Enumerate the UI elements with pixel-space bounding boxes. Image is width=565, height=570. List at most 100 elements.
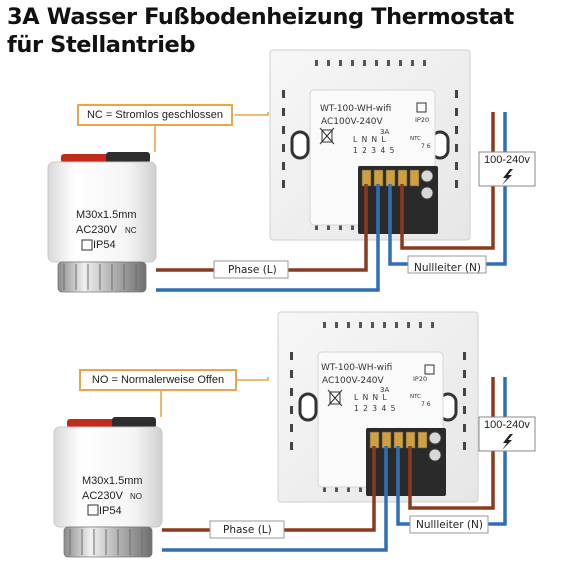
vent-slot	[375, 60, 378, 66]
vent-slot	[327, 224, 330, 230]
terminal-letters: L N N L	[353, 135, 386, 144]
vent-slot	[351, 224, 354, 230]
vent-slot	[315, 224, 318, 230]
title-line-2: für Stellantrieb	[7, 32, 196, 58]
ntc-terminal	[428, 431, 442, 445]
weee-bin-icon	[329, 391, 341, 405]
vent-slot	[387, 60, 390, 66]
actuator-dark-cap	[106, 152, 150, 163]
vent-slot	[463, 388, 466, 396]
phase-label: Phase (L)	[228, 264, 277, 276]
vent-slot	[463, 442, 466, 450]
ntc-label: NTC	[410, 136, 421, 142]
phase-wire-power	[408, 446, 495, 510]
vent-slot	[290, 442, 293, 450]
vent-slot	[282, 180, 285, 188]
actuator-voltage-label: AC230V	[82, 490, 123, 502]
power-supply-box	[478, 416, 536, 452]
vent-slot	[423, 60, 426, 66]
vent-slot	[327, 60, 330, 66]
callout-connector	[237, 377, 269, 381]
vent-slot	[290, 388, 293, 396]
mounting-hole	[298, 392, 318, 422]
vent-slot	[371, 322, 374, 328]
vent-slot	[290, 370, 293, 378]
actuator-nut	[57, 261, 147, 293]
vent-slot	[455, 126, 458, 134]
ntc-terminal	[420, 169, 434, 183]
thermostat-ip-label: IP20	[413, 375, 428, 383]
vent-slot	[419, 322, 422, 328]
vent-slot	[339, 60, 342, 66]
vent-slot	[323, 486, 326, 492]
vent-slot	[282, 126, 285, 134]
vent-slot	[290, 424, 293, 432]
vent-slot	[407, 322, 410, 328]
vent-slot	[399, 60, 402, 66]
neutral-wire-actuator	[156, 184, 380, 292]
vent-slot	[411, 60, 414, 66]
actuator-mode-label: NO	[130, 492, 142, 501]
weee-bin-icon	[321, 129, 333, 143]
thermostat-ip-label: IP20	[415, 116, 430, 124]
vent-slot	[315, 60, 318, 66]
double-insulation-icon	[87, 504, 99, 516]
vent-slot	[335, 322, 338, 328]
weee-cross-icon	[319, 127, 335, 145]
vent-slot	[351, 60, 354, 66]
neutral-label: Nullleiter (N)	[414, 262, 481, 274]
thermostat-model-label: WT-100-WH-wifi	[320, 104, 392, 114]
vent-slot	[347, 486, 350, 492]
actuator-ip-label: IP54	[93, 239, 116, 251]
lightning-icon	[502, 169, 513, 185]
terminal-screw	[381, 431, 392, 449]
relay-rating-label: 3A	[380, 128, 390, 136]
thermostat-voltage-label: AC100V-240V	[321, 117, 383, 127]
actuator-mode-label: NC	[125, 226, 137, 235]
vent-slot	[282, 144, 285, 152]
actuator-nut	[63, 526, 153, 558]
neutral-wire-actuator	[162, 446, 388, 552]
vent-slot	[282, 162, 285, 170]
terminal-numbers: 1 2 3 4 5	[354, 404, 396, 413]
vent-slot	[335, 486, 338, 492]
ntc-terminal	[428, 448, 442, 462]
terminal-screw	[409, 169, 420, 187]
vent-slot	[339, 224, 342, 230]
callout-nc: NC = Stromlos geschlossen	[77, 104, 233, 126]
terminal-screw	[361, 169, 372, 187]
vent-slot	[431, 322, 434, 328]
actuator-dark-cap	[112, 417, 156, 428]
thermostat-model-label: WT-100-WH-wifi	[321, 363, 393, 373]
power-label: 100-240v	[484, 154, 530, 166]
terminal-screw	[373, 169, 384, 187]
power-label: 100-240v	[484, 419, 530, 431]
relay-rating-label: 3A	[380, 386, 390, 394]
actuator-size-label: M30x1.5mm	[76, 209, 137, 221]
ntc-terminal	[420, 186, 434, 200]
actuator-voltage-label: AC230V	[76, 224, 117, 236]
vent-slot	[290, 352, 293, 360]
phase-wire-power	[400, 184, 495, 250]
vent-slot	[323, 322, 326, 328]
title-line-1: 3A Wasser Fußbodenheizung Thermostat	[7, 4, 514, 30]
vent-slot	[290, 406, 293, 414]
phase-label-box	[209, 520, 285, 539]
terminal-numbers: 1 2 3 4 5	[353, 146, 395, 155]
vent-slot	[463, 406, 466, 414]
double-insulation-icon	[424, 364, 435, 375]
vent-slot	[463, 424, 466, 432]
vent-slot	[282, 90, 285, 98]
vent-slot	[383, 322, 386, 328]
terminal-letters: L N N L	[354, 393, 387, 402]
power-supply-box	[478, 151, 536, 187]
vent-slot	[395, 322, 398, 328]
vent-slot	[347, 322, 350, 328]
ntc-label: NTC	[410, 394, 421, 400]
ntc-pins-label: 7 6	[421, 143, 431, 150]
phase-label-box	[213, 260, 289, 279]
vent-slot	[455, 144, 458, 152]
callout-connector	[235, 112, 269, 116]
mounting-hole	[290, 130, 310, 160]
